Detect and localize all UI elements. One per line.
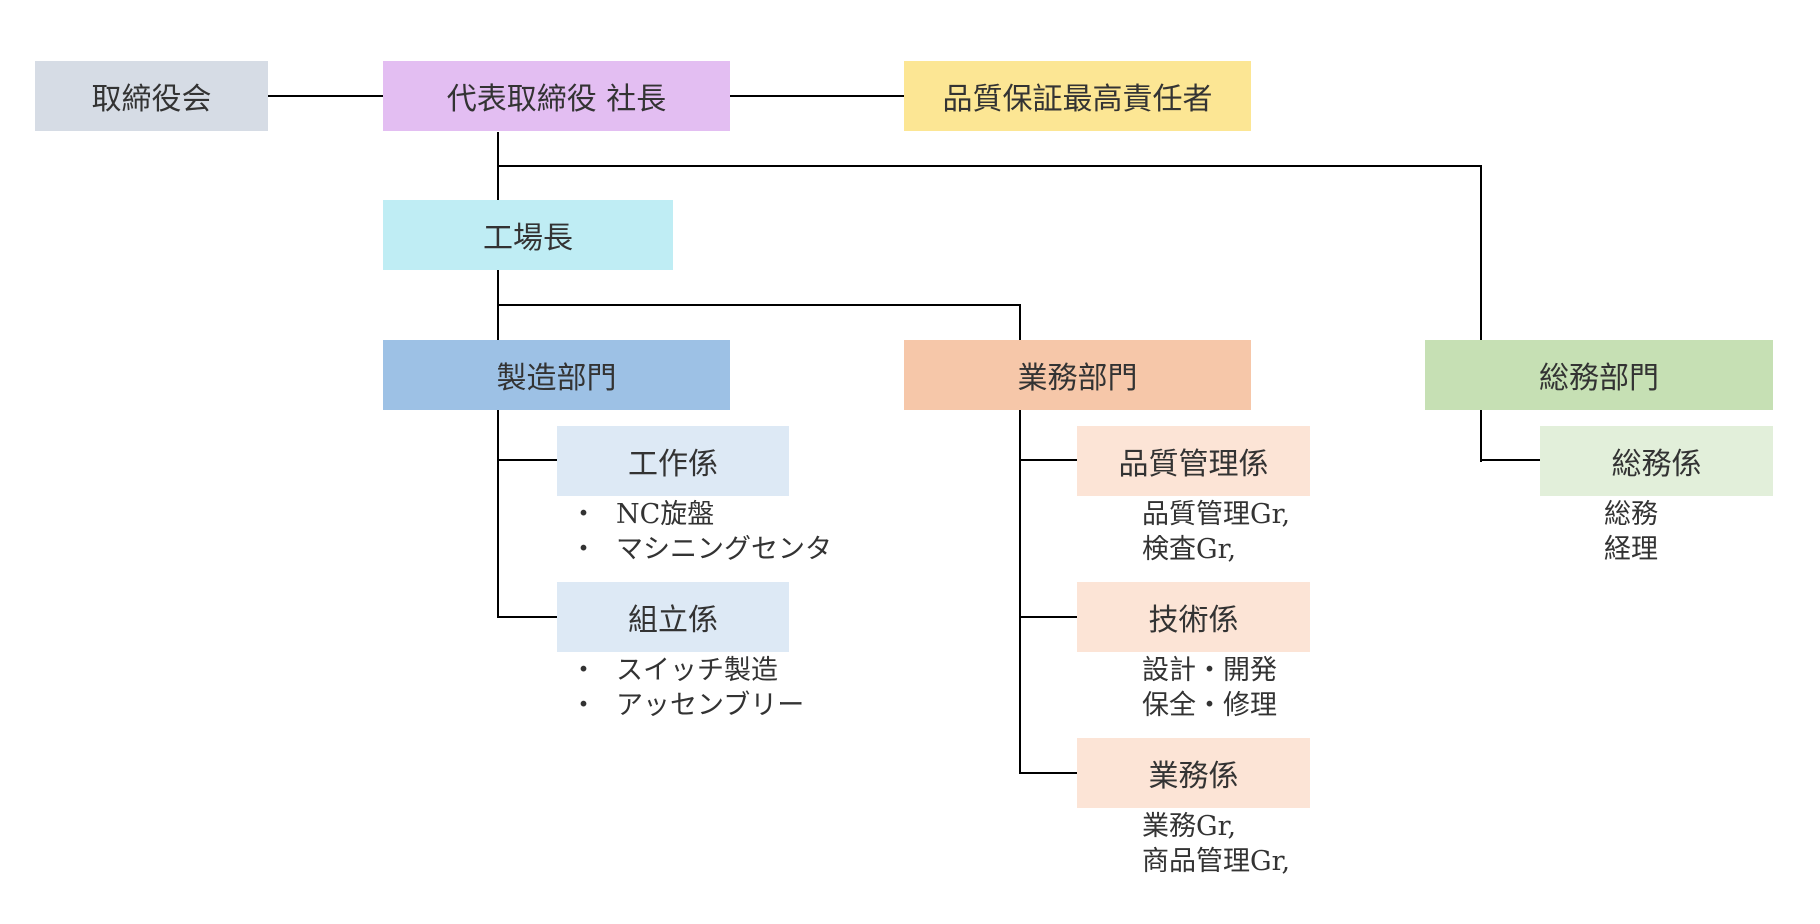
note-text: 品質管理Gr, bbox=[1142, 499, 1291, 530]
business-dept-label: 業務部門 bbox=[1017, 361, 1138, 396]
qa-head-box: 品質保証最高責任者 bbox=[904, 61, 1251, 131]
machining-notes: ・ NC旋盤 ・マシニングセンタ bbox=[570, 497, 832, 567]
technical-section-label: 技術係 bbox=[1148, 603, 1239, 638]
connector-general-drop bbox=[1480, 165, 1482, 341]
bullet: ・ bbox=[570, 534, 597, 565]
note-text: 検査Gr, bbox=[1142, 534, 1237, 565]
general-dept-label: 総務部門 bbox=[1539, 361, 1659, 396]
connector-general-section bbox=[1480, 459, 1540, 461]
business-dept-box: 業務部門 bbox=[904, 340, 1251, 410]
technical-section-box: 技術係 bbox=[1077, 582, 1310, 652]
bullet: ・ bbox=[570, 499, 597, 530]
general-notes: 総務 経理 bbox=[1604, 497, 1658, 567]
connector-president-qa bbox=[730, 95, 904, 97]
connector-operations bbox=[1019, 772, 1077, 774]
note-text: NC旋盤 bbox=[616, 499, 715, 530]
assembly-notes: ・スイッチ製造 ・アッセンブリー bbox=[570, 653, 804, 723]
note-text: スイッチ製造 bbox=[616, 655, 778, 686]
general-section-box: 総務係 bbox=[1540, 426, 1773, 496]
connector-business-branch bbox=[497, 304, 1021, 306]
quality-section-box: 品質管理係 bbox=[1077, 426, 1310, 496]
note-item: ・ NC旋盤 bbox=[570, 497, 832, 532]
bullet: ・ bbox=[570, 690, 597, 721]
operations-notes: 業務Gr, 商品管理Gr, bbox=[1142, 809, 1290, 879]
note-text: 設計・開発 bbox=[1142, 655, 1277, 686]
connector-business-trunk bbox=[1019, 408, 1021, 774]
note-text: 業務Gr, bbox=[1142, 811, 1237, 842]
note-text: 総務 bbox=[1604, 499, 1658, 530]
note-item: ・スイッチ製造 bbox=[570, 653, 804, 688]
president-label: 代表取締役 社長 bbox=[446, 82, 667, 117]
note-text: アッセンブリー bbox=[616, 690, 805, 721]
connector-machining bbox=[497, 459, 557, 461]
machining-section-label: 工作係 bbox=[628, 447, 718, 482]
general-section-label: 総務係 bbox=[1611, 447, 1702, 482]
connector-manufacturing-trunk bbox=[497, 408, 499, 618]
note-text: 保全・修理 bbox=[1142, 690, 1277, 721]
bullet: ・ bbox=[570, 655, 597, 686]
connector-quality bbox=[1019, 459, 1077, 461]
operations-section-box: 業務係 bbox=[1077, 738, 1310, 808]
board-label: 取締役会 bbox=[91, 82, 212, 117]
connector-board-president bbox=[268, 95, 383, 97]
connector-general-branch bbox=[497, 165, 1482, 167]
technical-notes: 設計・開発 保全・修理 bbox=[1142, 653, 1277, 723]
assembly-section-box: 組立係 bbox=[557, 582, 789, 652]
connector-business-drop bbox=[1019, 304, 1021, 340]
qa-head-label: 品質保証最高責任者 bbox=[942, 82, 1213, 117]
manufacturing-dept-box: 製造部門 bbox=[383, 340, 730, 410]
note-text: 経理 bbox=[1604, 534, 1658, 565]
note-text: 商品管理Gr, bbox=[1142, 846, 1291, 877]
note-text: マシニングセンタ bbox=[616, 534, 832, 565]
factory-manager-label: 工場長 bbox=[483, 221, 573, 256]
board-box: 取締役会 bbox=[35, 61, 268, 131]
general-dept-box: 総務部門 bbox=[1425, 340, 1773, 410]
note-item: ・マシニングセンタ bbox=[570, 532, 832, 567]
note-item: ・アッセンブリー bbox=[570, 688, 804, 723]
connector-assembly bbox=[497, 616, 557, 618]
assembly-section-label: 組立係 bbox=[628, 603, 718, 638]
connector-general-trunk bbox=[1480, 408, 1482, 462]
factory-manager-box: 工場長 bbox=[383, 200, 673, 270]
machining-section-box: 工作係 bbox=[557, 426, 789, 496]
quality-section-label: 品質管理係 bbox=[1118, 447, 1269, 482]
president-box: 代表取締役 社長 bbox=[383, 61, 730, 131]
operations-section-label: 業務係 bbox=[1148, 759, 1239, 794]
connector-technical bbox=[1019, 616, 1077, 618]
manufacturing-dept-label: 製造部門 bbox=[496, 361, 617, 396]
quality-notes: 品質管理Gr, 検査Gr, bbox=[1142, 497, 1290, 567]
